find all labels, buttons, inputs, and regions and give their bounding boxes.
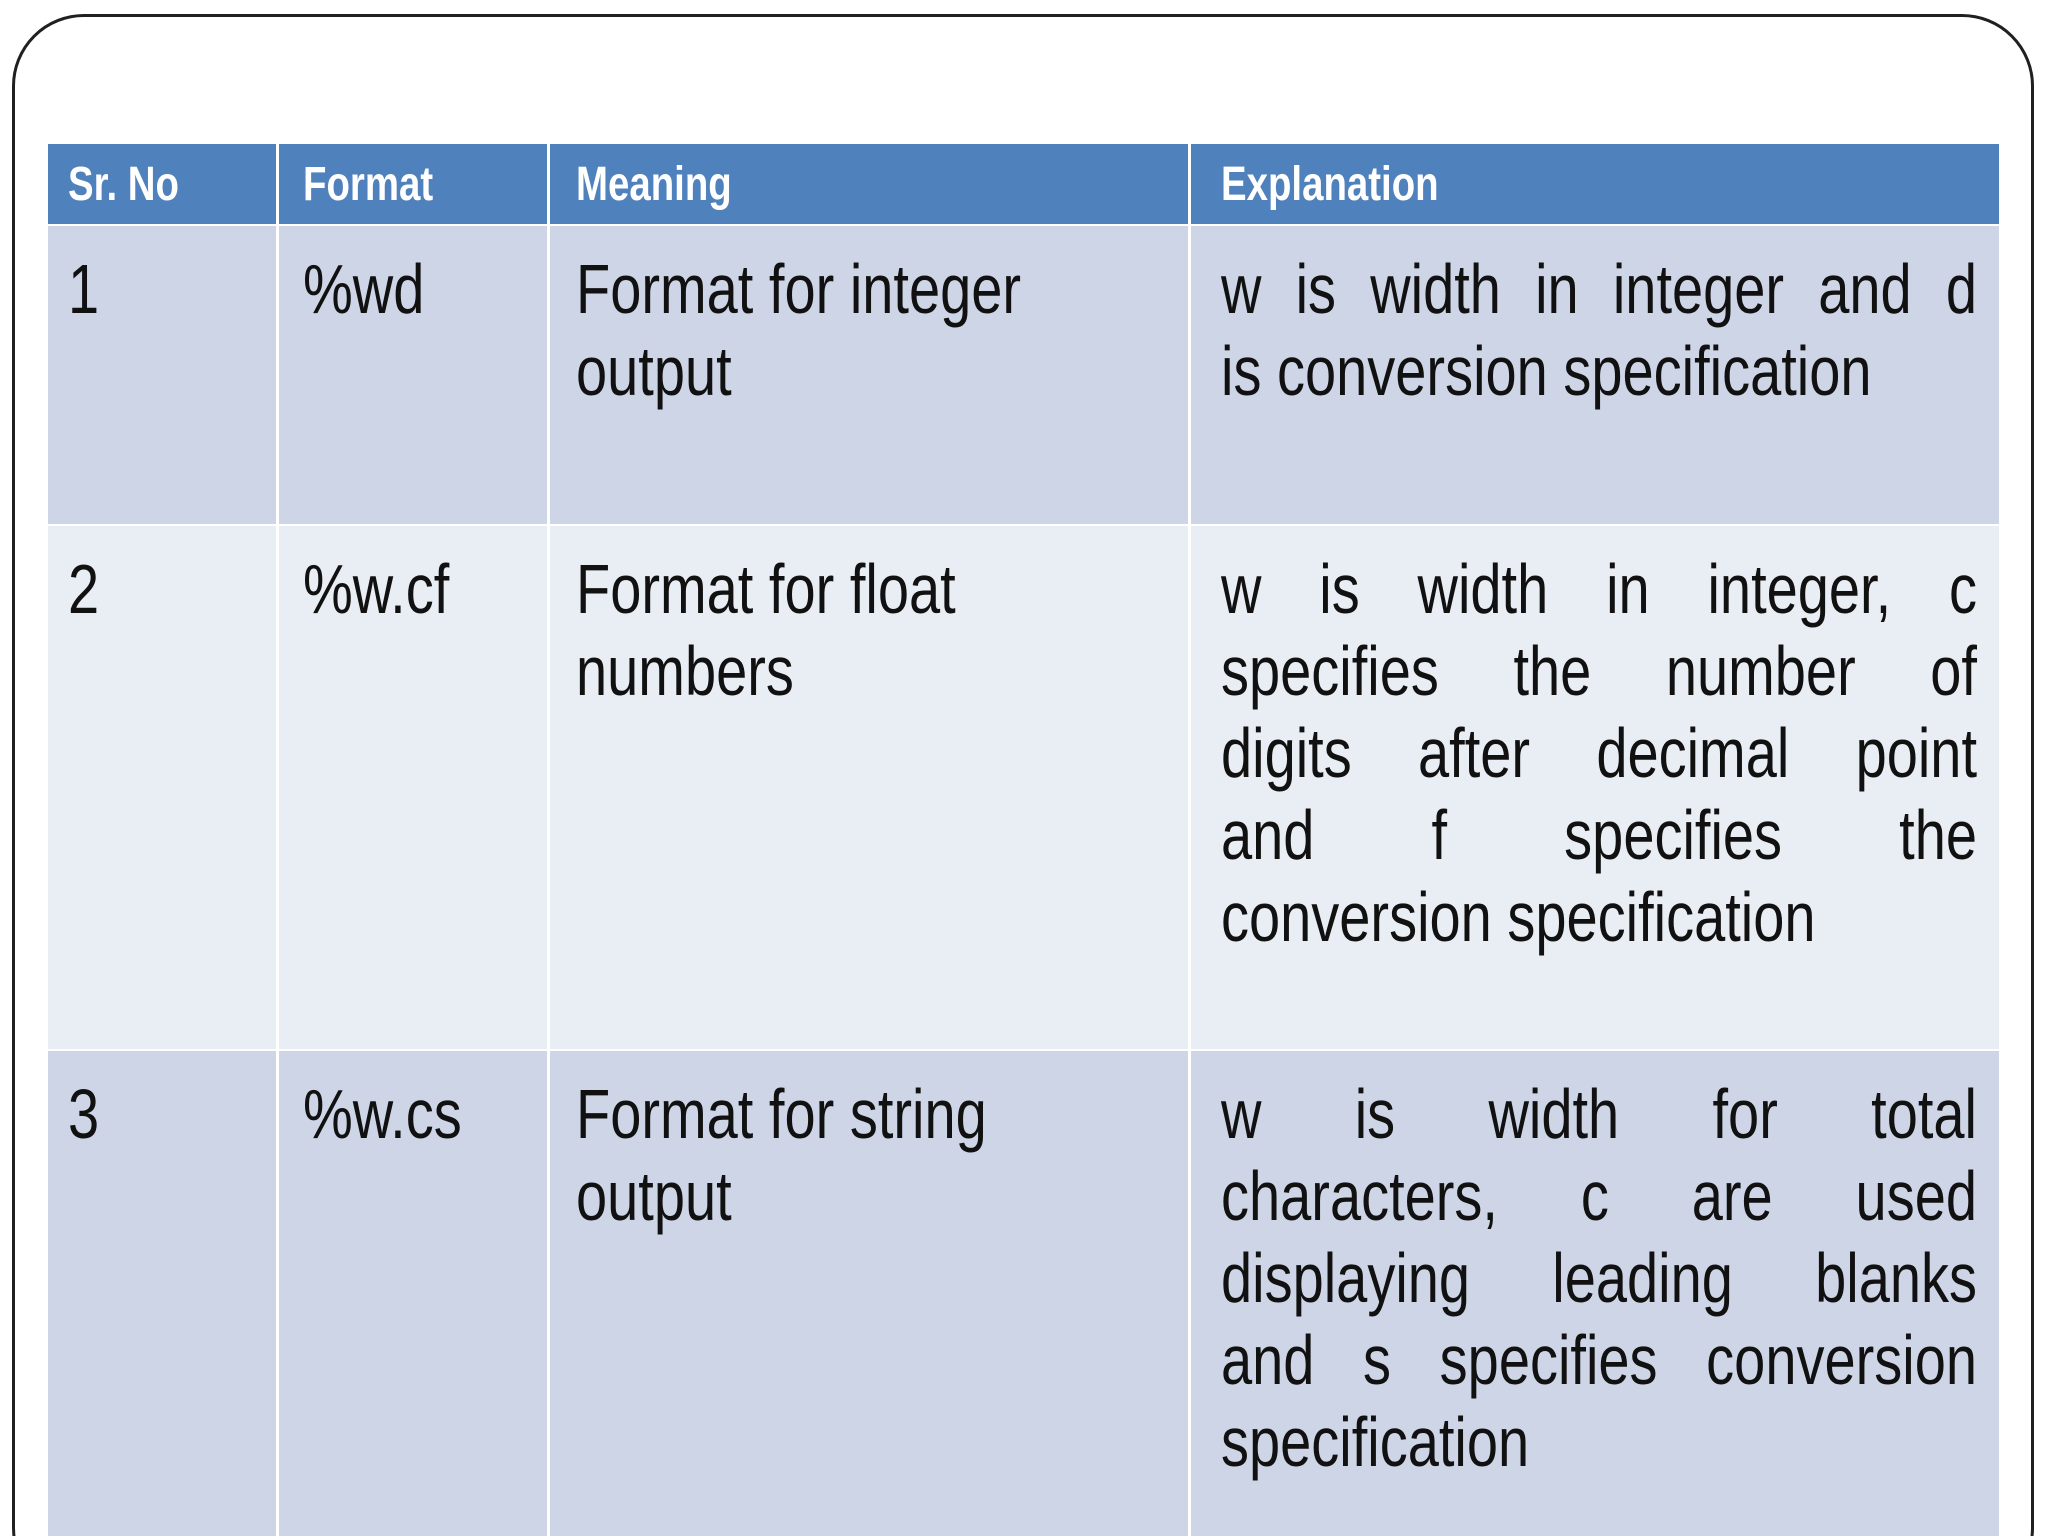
format-value: %w.cs [303, 1075, 462, 1153]
cell-format: %w.cf [279, 526, 547, 1049]
explanation-line: specification [1221, 1403, 1530, 1481]
table-row: 3 %w.cs Format for string output w is wi… [48, 1051, 1999, 1536]
format-specifier-table: Sr. No Format Meaning Explanation 1 %wd … [48, 144, 1999, 1536]
explanation-line: conversion specification [1221, 878, 1816, 956]
explanation-line: and f specifies the [1221, 796, 1977, 874]
header-cell-explanation: Explanation [1191, 144, 1999, 224]
cell-meaning: Format for float numbers [550, 526, 1188, 1049]
explanation-line: digits after decimal point [1221, 714, 1977, 792]
meaning-line: output [576, 1157, 732, 1235]
table-row: 2 %w.cf Format for float numbers w is wi… [48, 526, 1999, 1049]
explanation-line: w is width for total [1221, 1075, 1977, 1153]
cell-format: %wd [279, 226, 547, 524]
header-label-meaning: Meaning [576, 157, 732, 211]
header-cell-meaning: Meaning [550, 144, 1188, 224]
cell-explanation: w is width for total characters, c are u… [1191, 1051, 1999, 1536]
sr-no-value: 1 [68, 250, 100, 328]
format-value: %wd [303, 250, 425, 328]
cell-format: %w.cs [279, 1051, 547, 1536]
table-row: 1 %wd Format for integer output w is wid… [48, 226, 1999, 524]
format-value: %w.cf [303, 550, 450, 628]
explanation-line: w is width in integer, c [1221, 550, 1977, 628]
table-header-row: Sr. No Format Meaning Explanation [48, 144, 1999, 224]
meaning-line: numbers [576, 632, 794, 710]
explanation-line: and s specifies conversion [1221, 1321, 1977, 1399]
explanation-line: is conversion specification [1221, 332, 1872, 410]
header-label-explanation: Explanation [1221, 157, 1439, 211]
cell-explanation: w is width in integer and d is conversio… [1191, 226, 1999, 524]
meaning-line: output [576, 332, 732, 410]
cell-sr-no: 1 [48, 226, 276, 524]
sr-no-value: 3 [68, 1075, 100, 1153]
meaning-line: Format for float [576, 550, 956, 628]
explanation-line: w is width in integer and d [1221, 250, 1977, 328]
meaning-line: Format for string [576, 1075, 987, 1153]
sr-no-value: 2 [68, 550, 100, 628]
header-cell-format: Format [279, 144, 547, 224]
meaning-line: Format for integer [576, 250, 1022, 328]
cell-meaning: Format for string output [550, 1051, 1188, 1536]
cell-sr-no: 3 [48, 1051, 276, 1536]
explanation-line: characters, c are used [1221, 1157, 1977, 1235]
header-label-format: Format [303, 157, 434, 211]
header-label-sr-no: Sr. No [68, 157, 179, 211]
slide-border [12, 14, 2034, 1536]
explanation-line: specifies the number of [1221, 632, 1977, 710]
cell-meaning: Format for integer output [550, 226, 1188, 524]
cell-sr-no: 2 [48, 526, 276, 1049]
header-cell-sr-no: Sr. No [48, 144, 276, 224]
explanation-line: displaying leading blanks [1221, 1239, 1977, 1317]
cell-explanation: w is width in integer, c specifies the n… [1191, 526, 1999, 1049]
